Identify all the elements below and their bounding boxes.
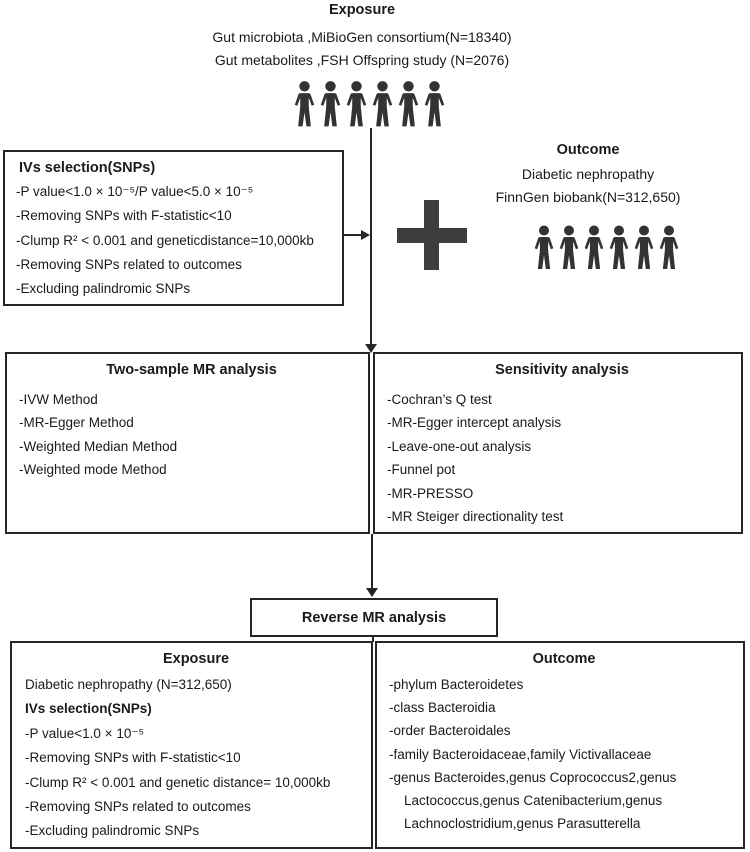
- text-line: -IVW Method: [19, 392, 98, 407]
- text-line: Lactococcus,genus Catenibacterium,genus: [404, 793, 663, 809]
- two-sample-mr-box: Two-sample MR analysis -IVW Method -MR-Eg…: [5, 352, 370, 534]
- text-line: -Cochran’s Q test: [387, 392, 492, 407]
- exposure-source-block: Exposure Gut microbiota ,MiBioGen consor…: [31, 2, 693, 72]
- exposure-source-lines: Gut microbiota ,MiBioGen consortium(N=18…: [31, 26, 693, 72]
- text-line: -MR-Egger Method: [19, 415, 134, 431]
- text-line: Diabetic nephropathy (N=312,650): [25, 677, 232, 692]
- text-line: -P value<1.0 × 10⁻⁵/P value<5.0 × 10⁻⁵: [16, 184, 254, 199]
- sensitivity-analysis-title: Sensitivity analysis: [495, 362, 629, 378]
- text-line: -MR Steiger directionality test: [387, 509, 564, 525]
- person-icon: [294, 81, 315, 127]
- text-line: -Removing SNPs with F-statistic<10: [16, 208, 232, 224]
- person-icon: [609, 225, 629, 269]
- person-icon: [584, 225, 604, 269]
- person-icon: [559, 225, 579, 269]
- person-icon: [634, 225, 654, 269]
- text-line: -phylum Bacteroidetes: [389, 677, 524, 692]
- text-line: -MR-Egger intercept analysis: [387, 415, 562, 431]
- text-line: -Weighted Median Method: [19, 438, 178, 454]
- text-line: -Clump R² < 0.001 and geneticdistance=10…: [16, 232, 314, 248]
- text-line: -Clump R² < 0.001 and genetic distance= …: [25, 774, 331, 790]
- sensitivity-analysis-box: Sensitivity analysis -Cochran’s Q test -M…: [373, 352, 743, 534]
- reverse-outcome-title: Outcome: [532, 651, 596, 667]
- person-icon: [346, 81, 367, 127]
- reverse-exposure-title: Exposure: [162, 651, 230, 667]
- text-line: -Removing SNPs with F-statistic<10: [25, 750, 241, 766]
- person-icon: [320, 81, 341, 127]
- exposure-population-icons: [292, 81, 447, 127]
- outcome-title: Outcome: [556, 142, 620, 158]
- ivs-selection-title: IVs selection(SNPs): [19, 160, 156, 176]
- reverse-mr-analysis-title: Reverse MR analysis: [301, 609, 447, 626]
- text-line: FinnGen biobank(N=312,650): [495, 189, 681, 205]
- ivs-selection-box: IVs selection(SNPs) -P value<1.0 × 10⁻⁵/…: [3, 150, 344, 306]
- text-line: Lachnoclostridium,genus Parasutterella: [404, 816, 641, 832]
- text-line: Gut metabolites ,FSH Offspring study (N=…: [214, 52, 510, 68]
- text-line: -Leave-one-out analysis: [387, 438, 532, 454]
- exposure-title: Exposure: [328, 2, 396, 18]
- sensitivity-analysis-list: -Cochran’s Q test -MR-Egger intercept ana…: [387, 388, 737, 528]
- text-line: Diabetic nephropathy: [521, 166, 655, 182]
- two-sample-mr-title: Two-sample MR analysis: [106, 362, 277, 378]
- text-line: -P value<1.0 × 10⁻⁵: [25, 725, 145, 741]
- text-line: IVs selection(SNPs): [25, 701, 152, 717]
- outcome-population-icons: [532, 223, 681, 272]
- person-icon: [398, 81, 419, 127]
- text-line: -Excluding palindromic SNPs: [25, 823, 200, 839]
- flow-line-ivs-to-main: [344, 234, 363, 236]
- arrow-right-icon: [361, 230, 370, 240]
- person-icon: [534, 225, 554, 269]
- flow-line-reverse-connector: [372, 636, 374, 642]
- text-line: -family Bacteroidaceae,family Victivalla…: [389, 746, 652, 762]
- arrow-down-icon: [366, 588, 378, 597]
- text-line: -Excluding palindromic SNPs: [16, 281, 191, 297]
- text-line: Gut microbiota ,MiBioGen consortium(N=18…: [212, 29, 512, 45]
- flow-line-exposure-to-analysis: [370, 128, 372, 345]
- text-line: -Weighted mode Method: [19, 462, 167, 478]
- reverse-outcome-box: Outcome -phylum Bacteroidetes -class Bact…: [375, 641, 745, 849]
- two-sample-mr-list: -IVW Method -MR-Egger Method -Weighted Med…: [19, 388, 364, 482]
- reverse-mr-analysis-box: Reverse MR analysis: [250, 598, 498, 637]
- text-line: -Removing SNPs related to outcomes: [16, 256, 242, 272]
- text-line: -genus Bacteroides,genus Coprococcus2,ge…: [389, 769, 677, 785]
- reverse-exposure-list: Diabetic nephropathy (N=312,650) IVs sele…: [25, 673, 367, 844]
- flow-line-analysis-to-reverse: [371, 534, 373, 589]
- person-icon: [372, 81, 393, 127]
- text-line: -class Bacteroidia: [389, 700, 496, 716]
- text-line: -Removing SNPs related to outcomes: [25, 799, 251, 815]
- person-icon: [424, 81, 445, 127]
- reverse-outcome-list: -phylum Bacteroidetes -class Bacteroidia -…: [389, 673, 739, 835]
- text-line: -order Bacteroidales: [389, 723, 511, 739]
- text-line: -MR-PRESSO: [387, 485, 474, 501]
- ivs-selection-list: -P value<1.0 × 10⁻⁵/P value<5.0 × 10⁻⁵ -R…: [16, 180, 338, 301]
- text-line: -Funnel pot: [387, 462, 456, 478]
- arrow-down-icon: [365, 344, 377, 353]
- person-icon: [659, 225, 679, 269]
- plus-icon: [424, 200, 439, 270]
- reverse-exposure-box: Exposure Diabetic nephropathy (N=312,650…: [10, 641, 373, 849]
